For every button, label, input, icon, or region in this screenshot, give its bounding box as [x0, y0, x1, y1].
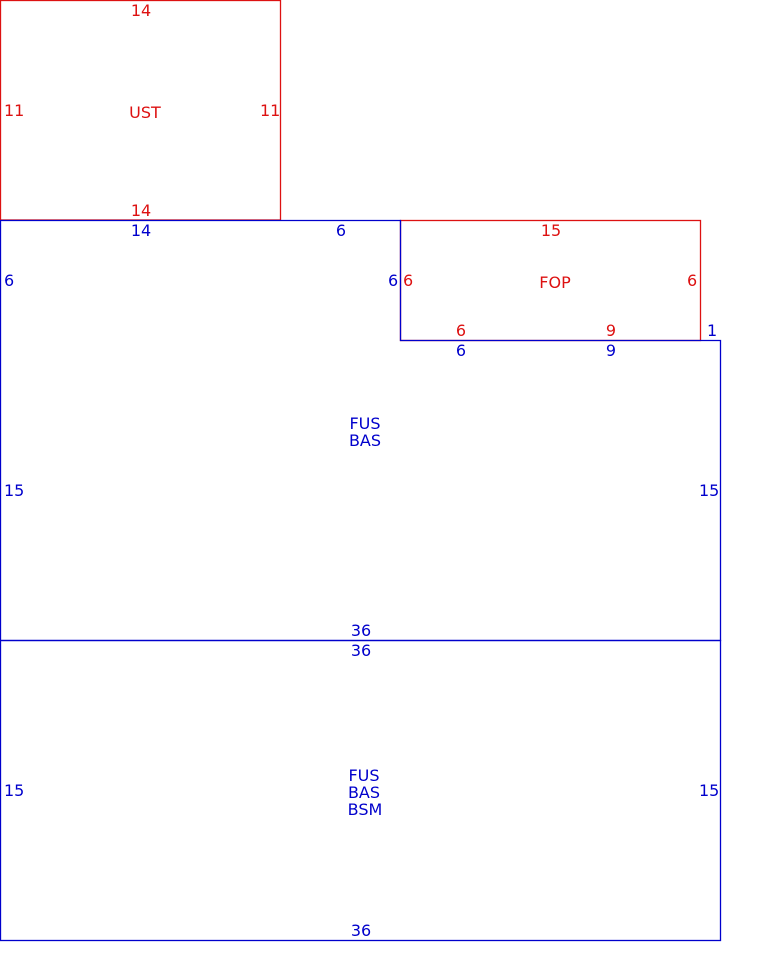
lower-section-top-dimension: 36: [351, 641, 371, 660]
main-floor-left-lower-dimension: 15: [4, 481, 24, 500]
main-floor-notch-bottom-left-dimension: 6: [456, 341, 466, 360]
upper-story-right-dimension: 11: [260, 101, 280, 120]
main-floor-section[interactable]: 14 6 6 6 1 6 9 FUS BAS 15 15 36: [0, 219, 722, 642]
main-floor-label-line1: FUS: [349, 414, 380, 433]
upper-story-left-dimension: 11: [4, 101, 24, 120]
porch-bottom-right-dimension: 9: [606, 321, 616, 340]
main-floor-notch-bottom-right-dimension: 9: [606, 341, 616, 360]
main-floor-label-line2: BAS: [349, 431, 381, 450]
main-floor-left-upper-dimension: 6: [4, 271, 14, 290]
porch-bottom-left-dimension: 6: [456, 321, 466, 340]
lower-section-outline: [0, 639, 722, 942]
lower-section-label-line2: BAS: [348, 783, 380, 802]
porch-section[interactable]: 15 6 6 FOP 6 9: [399, 219, 702, 342]
lower-section-label-line1: FUS: [348, 766, 379, 785]
lower-section[interactable]: 36 FUS BAS BSM 15 15 36: [0, 639, 722, 942]
upper-story-bottom-dimension: 14: [131, 201, 151, 220]
lower-section-label-line3: BSM: [348, 800, 383, 819]
lower-section-left-dimension: 15: [4, 781, 24, 800]
upper-story-section[interactable]: 14 11 11 UST 14: [0, 0, 282, 221]
main-floor-bottom-dimension: 36: [351, 621, 371, 640]
porch-label: FOP: [539, 273, 571, 292]
main-floor-right-dimension: 15: [699, 481, 719, 500]
porch-right-dimension: 6: [687, 271, 697, 290]
main-floor-top-right-dimension: 6: [336, 221, 346, 240]
main-floor-notch-side-dimension: 6: [388, 271, 398, 290]
porch-top-dimension: 15: [541, 221, 561, 240]
main-floor-top-left-dimension: 14: [131, 221, 151, 240]
lower-section-bottom-dimension: 36: [351, 921, 371, 940]
porch-left-dimension: 6: [403, 271, 413, 290]
upper-story-label: UST: [129, 103, 161, 122]
upper-story-top-dimension: 14: [131, 1, 151, 20]
main-floor-step-right-dimension: 1: [707, 321, 717, 340]
lower-section-right-dimension: 15: [699, 781, 719, 800]
